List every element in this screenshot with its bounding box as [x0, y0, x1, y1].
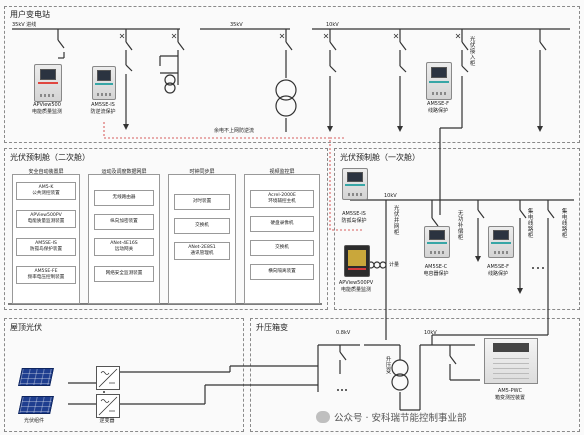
inverter-1 [96, 366, 120, 390]
watermark-text: 公众号 · 安科瑞节能控制事业部 [334, 413, 467, 424]
am5se-f-top-desc: 线路保护 [427, 108, 448, 114]
am5se-f-primary-device [488, 226, 514, 258]
panel-clock-title: 时钟同步屏 [189, 169, 215, 175]
feeder-cabinet-label-2: 集电线路柜 [560, 208, 567, 238]
panel-video-title: 视频监控屏 [269, 169, 295, 175]
feeder-cabinet-label-1: 集电线路柜 [526, 208, 533, 238]
inverter-2 [96, 394, 120, 418]
incoming-35kv-label: 35kV 进线 [12, 22, 37, 28]
secondary-cabin-title: 光伏预制舱（二次舱） [10, 153, 90, 162]
panel-safety-title: 安全自动装置屏 [28, 169, 64, 175]
am5-pwc-model: AM5-PWC [497, 388, 523, 394]
am5se-c-device [424, 226, 450, 258]
pv-incoming-cabinet-label: 光伏接入柜 [468, 36, 475, 66]
pv-module-1 [18, 368, 54, 386]
apview500-device [34, 64, 62, 102]
am5se-is-top-desc: 防逆流保护 [90, 109, 116, 115]
apview500-desc: 电能质量监测 [31, 109, 62, 115]
wechat-icon [316, 411, 330, 423]
am5se-f-top-model: AM5SE-F [427, 101, 449, 107]
bus-10kv-label: 10kV [326, 22, 339, 28]
secondary-cabin-section [4, 148, 328, 310]
booster-transformer-label: 升压变 [384, 356, 391, 374]
am5se-is-top-device [92, 66, 116, 100]
panel-video-item-4: 横向隔离装置 [250, 264, 314, 280]
am5se-c-model: AM5SE-C [424, 264, 448, 270]
reactive-compensation-label: 无功补偿柜 [456, 210, 463, 240]
apview500pv-primary-model: APView500PV [338, 280, 374, 286]
am5se-c-desc: 电容器保护 [423, 271, 449, 277]
pv-module-2 [18, 396, 54, 414]
panel-dispatch-item-1: 无线路由器 [94, 190, 154, 206]
am5se-is-primary-device [342, 168, 368, 200]
booster-title: 升压箱变 [256, 323, 288, 332]
no-reverse-power-label: 余电不上网防逆流 [214, 128, 255, 134]
apview500-model: APView500 [33, 102, 61, 108]
panel-clock-item-1: 对时装置 [174, 194, 230, 210]
metering-label: 计量 [389, 262, 400, 268]
pv-module-label: 光伏组件 [23, 418, 44, 424]
panel-video-item-3: 交换机 [250, 240, 314, 256]
booster-08kv-label: 0.8kV [336, 330, 351, 336]
am5se-f-primary-desc: 线路保护 [487, 271, 508, 277]
panel-dispatch-title: 运动及调度数据网屏 [101, 169, 147, 175]
apview500pv-primary-desc: 电能质量监测 [340, 287, 371, 293]
apview500pv-primary-device [344, 245, 370, 277]
am5se-f-primary-model: AM5SE-F [487, 264, 509, 270]
panel-dispatch-item-2: 纵向加密装置 [94, 214, 154, 230]
pv-grid-cabinet-label: 光伏并网柜 [392, 205, 399, 235]
am5-pwc-cabinet [484, 338, 538, 384]
panel-clock-item-2: 交换机 [174, 218, 230, 234]
primary-cabin-section [334, 148, 580, 310]
panel-video-item-2: 硬盘录像机 [250, 216, 314, 232]
rooftop-pv-title: 屋顶光伏 [10, 323, 42, 332]
am5se-is-primary-desc: 防孤岛保护 [341, 218, 367, 224]
panel-dispatch-item-4: 网络安全监测装置 [94, 266, 154, 282]
substation-title: 用户变电站 [10, 10, 50, 19]
am5se-is-top-model: AM5SE-IS [91, 102, 115, 108]
am5se-f-top-device [426, 62, 452, 100]
rooftop-pv-section [4, 318, 244, 432]
am5se-is-primary-model: AM5SE-IS [342, 211, 366, 217]
booster-section [250, 318, 580, 432]
booster-10kv-label: 10kV [424, 330, 437, 336]
substation-section [4, 6, 580, 143]
bus-35kv-label: 35kV [230, 22, 243, 28]
inverter-label: 逆变器 [99, 418, 115, 424]
primary-cabin-title: 光伏预制舱（一次舱） [340, 153, 420, 162]
primary-bus-10kv-label: 10kV [384, 193, 397, 199]
am5-pwc-desc: 箱变测控装置 [494, 395, 525, 401]
watermark: 公众号 · 安科瑞节能控制事业部 [316, 410, 467, 424]
